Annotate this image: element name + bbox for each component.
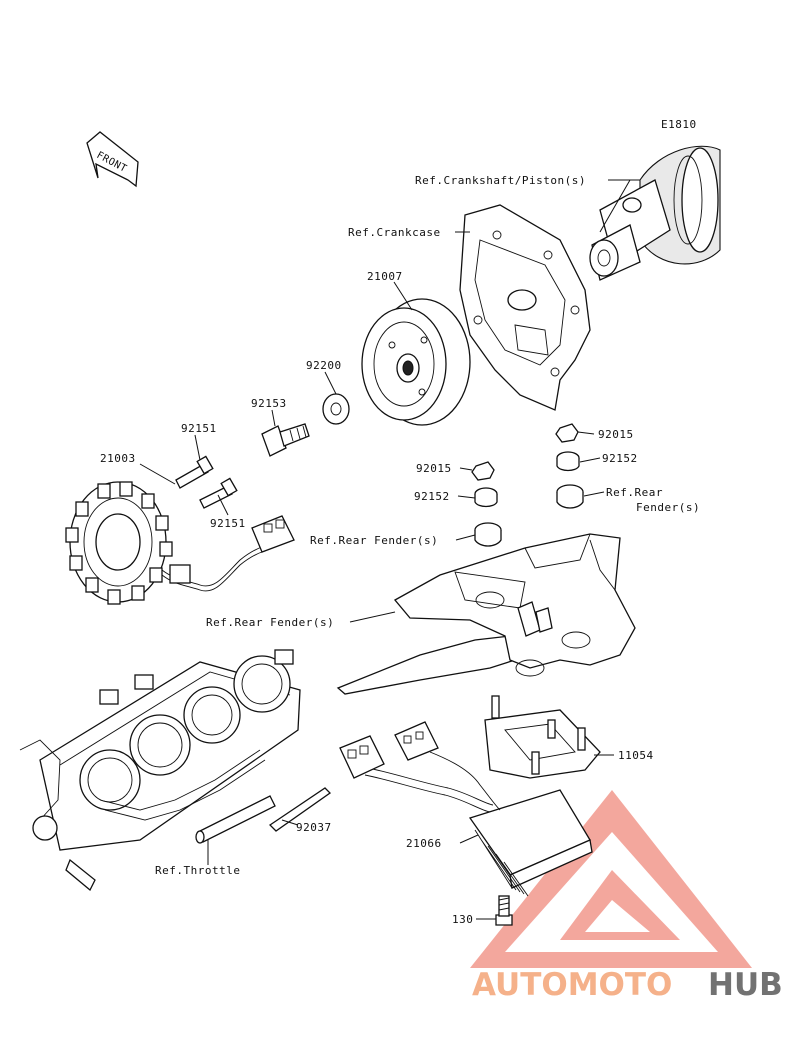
watermark-text-secondary: HUB (708, 967, 783, 1003)
callout-21003: 21003 (100, 452, 136, 465)
callout-92015-left: 92015 (416, 462, 452, 475)
callout-92153: 92153 (251, 397, 287, 410)
front-arrow-icon: FRONT (86, 131, 139, 188)
callout-labels: Ref.Crankshaft/Piston(s) Ref.Crankcase 2… (100, 174, 700, 926)
callout-ref-throttle: Ref.Throttle (155, 864, 240, 877)
callout-ref-rear-fender-lower: Ref.Rear Fender(s) (206, 616, 334, 629)
crankshaft-drawing (589, 145, 721, 281)
flywheel-rotor-drawing (361, 298, 471, 426)
regulator-rectifier-drawing (339, 721, 593, 897)
callout-92151-bottom: 92151 (210, 517, 246, 530)
callout-ref-rear-fender-right: Ref.Rear (606, 486, 663, 499)
callout-130: 130 (452, 913, 473, 926)
callout-92151-top: 92151 (181, 422, 217, 435)
callout-ref-crankshaft: Ref.Crankshaft/Piston(s) (415, 174, 586, 187)
watermark-logo (470, 790, 752, 968)
callout-21066: 21066 (406, 837, 442, 850)
callout-21007: 21007 (367, 270, 403, 283)
figure-code: E1810 (661, 118, 697, 131)
washer-drawing (322, 393, 350, 425)
throttle-rod-drawing (195, 787, 332, 844)
watermark-text-primary: AUTOMOTO (472, 967, 672, 1003)
stator-drawing (65, 481, 295, 605)
regulator-bolt-drawing (495, 895, 513, 926)
callout-92015-right: 92015 (598, 428, 634, 441)
stator-bolts-drawing (175, 455, 238, 509)
callout-92152-right: 92152 (602, 452, 638, 465)
callout-92152-left: 92152 (414, 490, 450, 503)
callout-ref-crankcase: Ref.Crankcase (348, 226, 441, 239)
callout-92037: 92037 (296, 821, 332, 834)
fender-nut-washer-drawing (471, 423, 584, 547)
flywheel-bolt-drawing (261, 423, 310, 457)
callout-ref-rear-fender-right-line2: Fender(s) (636, 501, 700, 514)
callout-92200: 92200 (306, 359, 342, 372)
bracket-drawing (484, 695, 601, 779)
throttle-body-drawing (19, 649, 301, 892)
leader-lines (139, 179, 640, 920)
watermark-brand: AUTOMOTO HUB (472, 967, 783, 1003)
callout-ref-rear-fender-middle: Ref.Rear Fender(s) (310, 534, 438, 547)
crankcase-drawing (459, 204, 591, 411)
callout-11054: 11054 (618, 749, 654, 762)
rear-fender-drawing (336, 533, 636, 695)
